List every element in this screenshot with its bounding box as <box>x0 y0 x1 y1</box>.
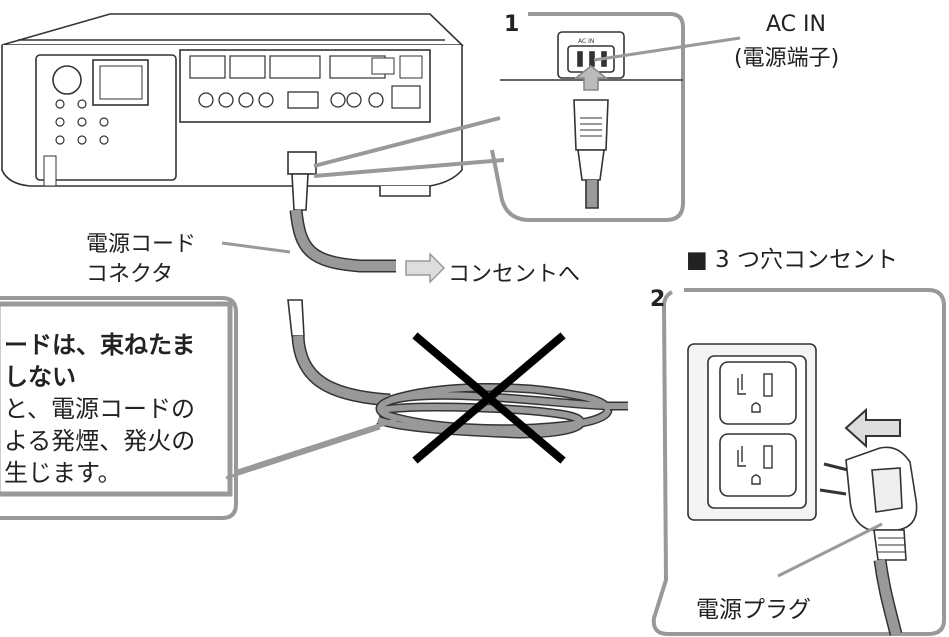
step-1-number: 1 <box>504 12 520 37</box>
insert-arrow-icon <box>844 407 901 449</box>
power-plug <box>819 446 918 636</box>
to-outlet-label: コンセントへ <box>448 262 581 287</box>
warning-line-4: よる発煙、発火の <box>4 427 196 455</box>
warning-line-3: と、電源コードの <box>4 395 196 423</box>
outlet-title: ■ 3 つ穴コンセント <box>686 240 898 274</box>
warning-box-frame <box>0 296 397 520</box>
ac-in-label: AC IN <box>766 12 826 37</box>
warning-line-1: ードは、束ねたま <box>4 331 196 359</box>
callout-1-frame <box>313 12 685 222</box>
power-terminal-label: (電源端子) <box>734 46 840 71</box>
callout-2-frame <box>651 288 946 636</box>
cord-label-line2: コネクタ <box>86 262 174 287</box>
bundled-cord <box>287 299 628 439</box>
bullet-square-icon: ■ <box>686 247 708 273</box>
projector-illustration <box>1 13 464 197</box>
cord-label-line1: 電源コード <box>86 232 197 257</box>
warning-line-5: 生じます。 <box>4 459 122 487</box>
warning-box: ードは、束ねたま しない と、電源コードの よる発煙、発火の 生じます。 <box>0 298 234 518</box>
power-plug-label: 電源プラグ <box>696 597 811 623</box>
connector-cord <box>289 173 396 273</box>
step-2-number: 2 <box>650 287 666 312</box>
socket-text: AC IN <box>578 38 594 45</box>
warning-line-2: しない <box>4 363 76 391</box>
outlet-title-text: 3 つ穴コンセント <box>715 247 898 273</box>
wall-outlet <box>687 343 817 521</box>
prohibited-cross-icon <box>412 332 566 464</box>
socket-closeup <box>500 31 683 209</box>
arrow-to-outlet <box>405 252 446 284</box>
